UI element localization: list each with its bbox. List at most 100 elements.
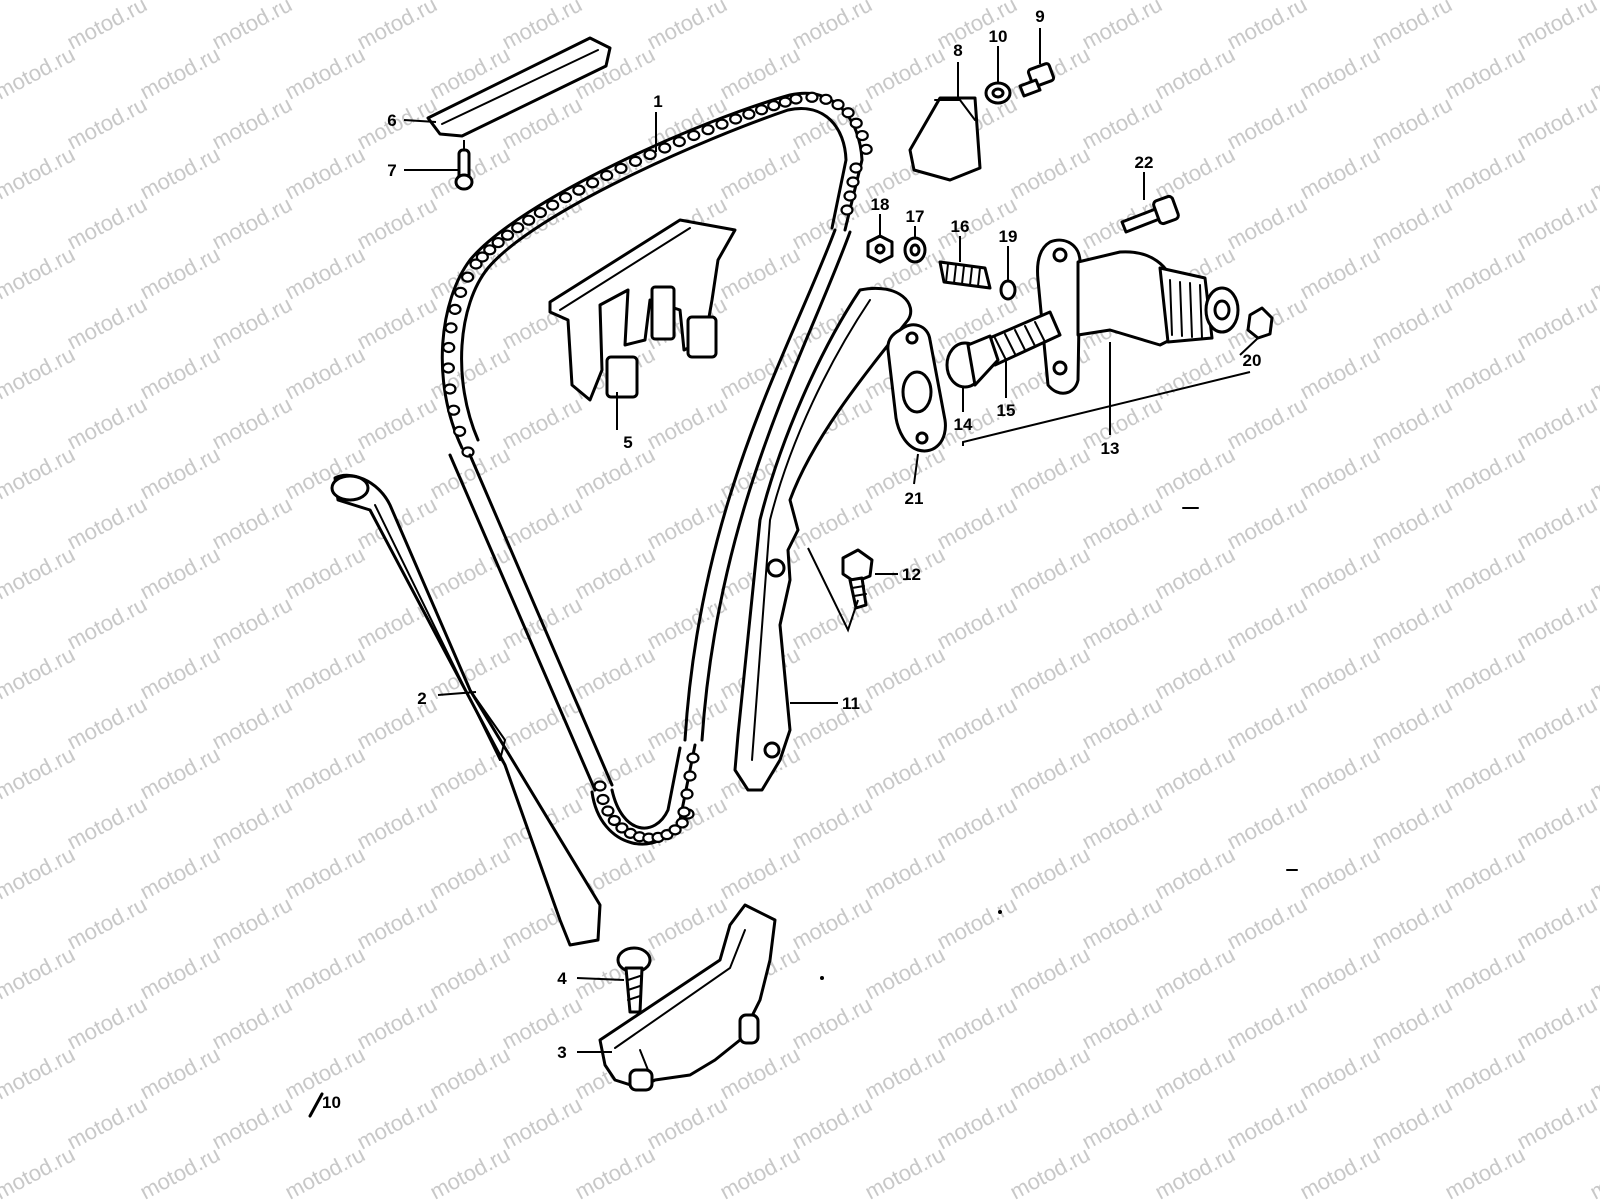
watermark-text: motod.ru <box>571 642 659 705</box>
part-10-washer <box>984 81 1012 105</box>
watermark-text: motod.ru <box>1006 542 1094 605</box>
callout-8: 8 <box>953 41 962 60</box>
watermark-text: motod.ru <box>208 592 296 655</box>
watermark-text: motod.ru <box>1513 792 1600 855</box>
chain-link <box>593 780 607 792</box>
watermark-text: motod.ru <box>1441 342 1529 405</box>
watermark-text: motod.ru <box>1441 142 1529 205</box>
chain-link <box>855 129 869 142</box>
watermark-text: motod.ru <box>861 842 949 905</box>
part-8-cover <box>908 96 982 182</box>
watermark-text: motod.ru <box>0 142 79 205</box>
watermark-text: motod.ru <box>498 392 586 455</box>
watermark-text: motod.ru <box>933 892 1021 955</box>
watermark-text: motod.ru <box>1368 992 1456 1055</box>
watermark-text: motod.ru <box>426 942 514 1005</box>
watermark-text: motod.ru <box>426 1042 514 1105</box>
chain-link <box>754 104 769 116</box>
watermark-text: motod.ru <box>1078 392 1166 455</box>
watermark-text: motod.ru <box>136 242 224 305</box>
watermark-text: motod.ru <box>281 1142 369 1200</box>
watermark-text: motod.ru <box>353 0 441 54</box>
watermark-text: motod.ru <box>1441 842 1529 905</box>
chain-link <box>628 155 643 167</box>
watermark-text: motod.ru <box>788 892 876 955</box>
watermark-text: motod.ru <box>0 642 79 705</box>
watermark-text: motod.ru <box>716 242 804 305</box>
watermark-text: motod.ru <box>353 192 441 255</box>
watermark-text: motod.ru <box>1513 992 1600 1055</box>
watermark-text: motod.ru <box>643 0 731 54</box>
watermark-text: motod.ru <box>1223 392 1311 455</box>
watermark-text: motod.ru <box>136 842 224 905</box>
watermark-text: motod.ru <box>1223 892 1311 955</box>
chain-link <box>672 136 686 148</box>
watermark-text: motod.ru <box>281 42 369 105</box>
chain-link <box>442 341 456 354</box>
callout-1: 1 <box>653 92 662 111</box>
watermark-text: motod.ru <box>208 792 296 855</box>
chain-link <box>680 788 694 800</box>
watermark-text: motod.ru <box>1223 0 1311 54</box>
watermark-text: motod.ru <box>1078 892 1166 955</box>
part-9-bolt <box>1018 62 1056 98</box>
chain-link <box>615 822 629 834</box>
chain-link <box>447 404 461 416</box>
watermark-text: motod.ru <box>1513 692 1600 755</box>
watermark-text: motod.ru <box>861 1042 949 1105</box>
callout-5: 5 <box>623 433 632 452</box>
watermark-text: motod.ru <box>0 1142 79 1200</box>
watermark-text: motod.ru <box>1151 542 1239 605</box>
chain-link <box>778 96 792 108</box>
watermark-text: motod.ru <box>571 542 659 605</box>
watermark-text: motod.ru <box>1513 592 1600 655</box>
watermark-text: motod.ru <box>1078 592 1166 655</box>
watermark-text: motod.ru <box>281 142 369 205</box>
chain-link <box>742 108 756 120</box>
chain-link <box>558 192 573 204</box>
callout-4: 4 <box>557 969 567 988</box>
watermark-text: motod.ru <box>1368 92 1456 155</box>
watermark-text: motod.ru <box>208 692 296 755</box>
chain-link <box>443 383 457 395</box>
chain-link <box>658 142 672 154</box>
watermark-text: motod.ru <box>281 942 369 1005</box>
callout-20: 20 <box>1243 351 1262 370</box>
chain-link <box>500 229 515 241</box>
watermark-text: motod.ru <box>861 1142 949 1200</box>
watermark-text: motod.ru <box>1151 1142 1239 1200</box>
chain-link <box>840 204 854 216</box>
watermark-text: motod.ru <box>1223 692 1311 755</box>
watermark-text: motod.ru <box>1006 942 1094 1005</box>
chain-link <box>675 817 689 829</box>
chain-link <box>444 322 458 334</box>
watermark-text: motod.ru <box>63 692 151 755</box>
watermark-text: motod.ru <box>788 692 876 755</box>
watermark-text: motod.ru <box>353 1092 441 1155</box>
watermark-text: motod.ru <box>933 1092 1021 1155</box>
watermark-text: motod.ru <box>1513 292 1600 355</box>
watermark-text: motod.ru <box>571 742 659 805</box>
chain-link <box>805 91 819 103</box>
part-18-nut <box>866 234 894 264</box>
watermark-text: motod.ru <box>63 192 151 255</box>
watermark-text: motod.ru <box>1368 492 1456 555</box>
chain-link <box>448 303 462 315</box>
watermark-text: motod.ru <box>281 242 369 305</box>
chain-link <box>729 113 743 125</box>
watermark-text: motod.ru <box>1513 92 1600 155</box>
watermark-text: motod.ru <box>861 942 949 1005</box>
callout-22: 22 <box>1135 153 1154 172</box>
watermark-text: motod.ru <box>1151 42 1239 105</box>
corner-mark-text: 10 <box>322 1093 341 1112</box>
part-2-long-guide <box>330 473 602 947</box>
watermark-text: motod.ru <box>63 0 151 54</box>
watermark-text: motod.ru <box>208 1092 296 1155</box>
chain-link <box>859 143 873 155</box>
watermark-text: motod.ru <box>63 892 151 955</box>
watermark-text: motod.ru <box>716 842 804 905</box>
watermark-text: motod.ru <box>136 342 224 405</box>
chain-links <box>441 91 873 458</box>
watermark-text: motod.ru <box>353 792 441 855</box>
